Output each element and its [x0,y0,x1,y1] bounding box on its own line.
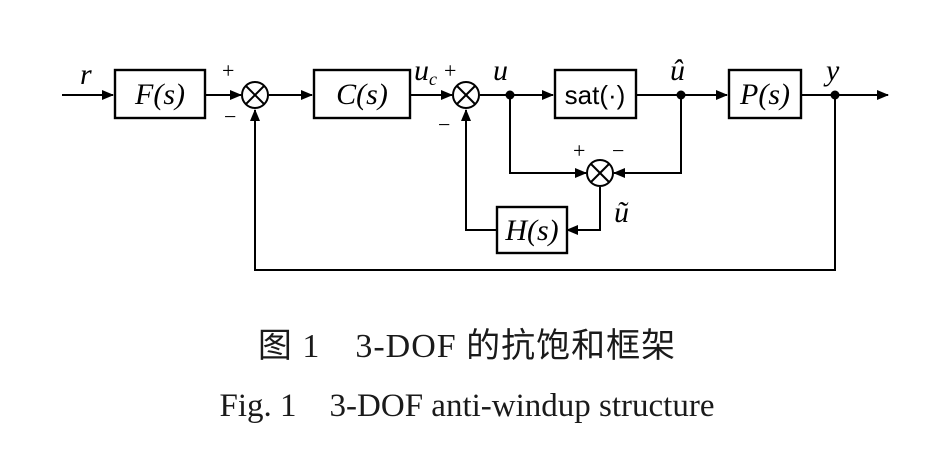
signal-uc-main: u [414,54,429,87]
line-outer-feedback [250,95,836,271]
signal-uc-subscript: c [429,69,437,89]
sign-sum3-minus: − [612,138,624,163]
sign-sum1-minus: − [224,104,236,129]
line-u-to-sum3 [509,95,587,178]
signal-u-tilde: ũ [614,196,629,229]
signal-u-hat: û [670,54,685,87]
block-F-label: F(s) [134,78,185,111]
block-P: P(s) [727,68,803,120]
caption-english: Fig. 1 3-DOF anti-windup structure [219,388,715,424]
sign-sum2-plus: + [444,58,456,83]
junction-uhat [676,90,686,100]
summing-junction-3 [586,159,614,187]
summing-junction-2 [452,81,480,109]
signal-r: r [80,58,92,91]
junction-y [830,90,840,100]
sign-sum2-minus: − [438,112,450,137]
line-uhat-to-sum3 [613,95,682,178]
signal-uc: uc [414,54,437,89]
block-C-label: C(s) [336,78,388,111]
signal-u: u [493,54,508,87]
block-H: H(s) [495,205,569,255]
block-C: C(s) [312,68,412,120]
sign-sum1-plus: + [222,58,234,83]
summing-junction-1 [241,81,269,109]
caption-chinese: 图 1 3-DOF 的抗饱和框架 [257,328,677,365]
sign-sum3-plus: + [573,138,585,163]
block-diagram: F(s) C(s) sat(·) P(s) H(s) r uc u û y ũ [62,54,889,271]
junction-u [505,90,515,100]
block-F: F(s) [113,68,207,120]
signal-y: y [823,54,840,87]
line-H-to-sum2 [461,109,497,231]
line-sum3-to-H [566,187,601,235]
block-P-label: P(s) [739,78,790,111]
block-H-label: H(s) [504,214,558,247]
block-sat: sat(·) [553,68,638,120]
block-sat-label: sat(·) [565,80,626,110]
